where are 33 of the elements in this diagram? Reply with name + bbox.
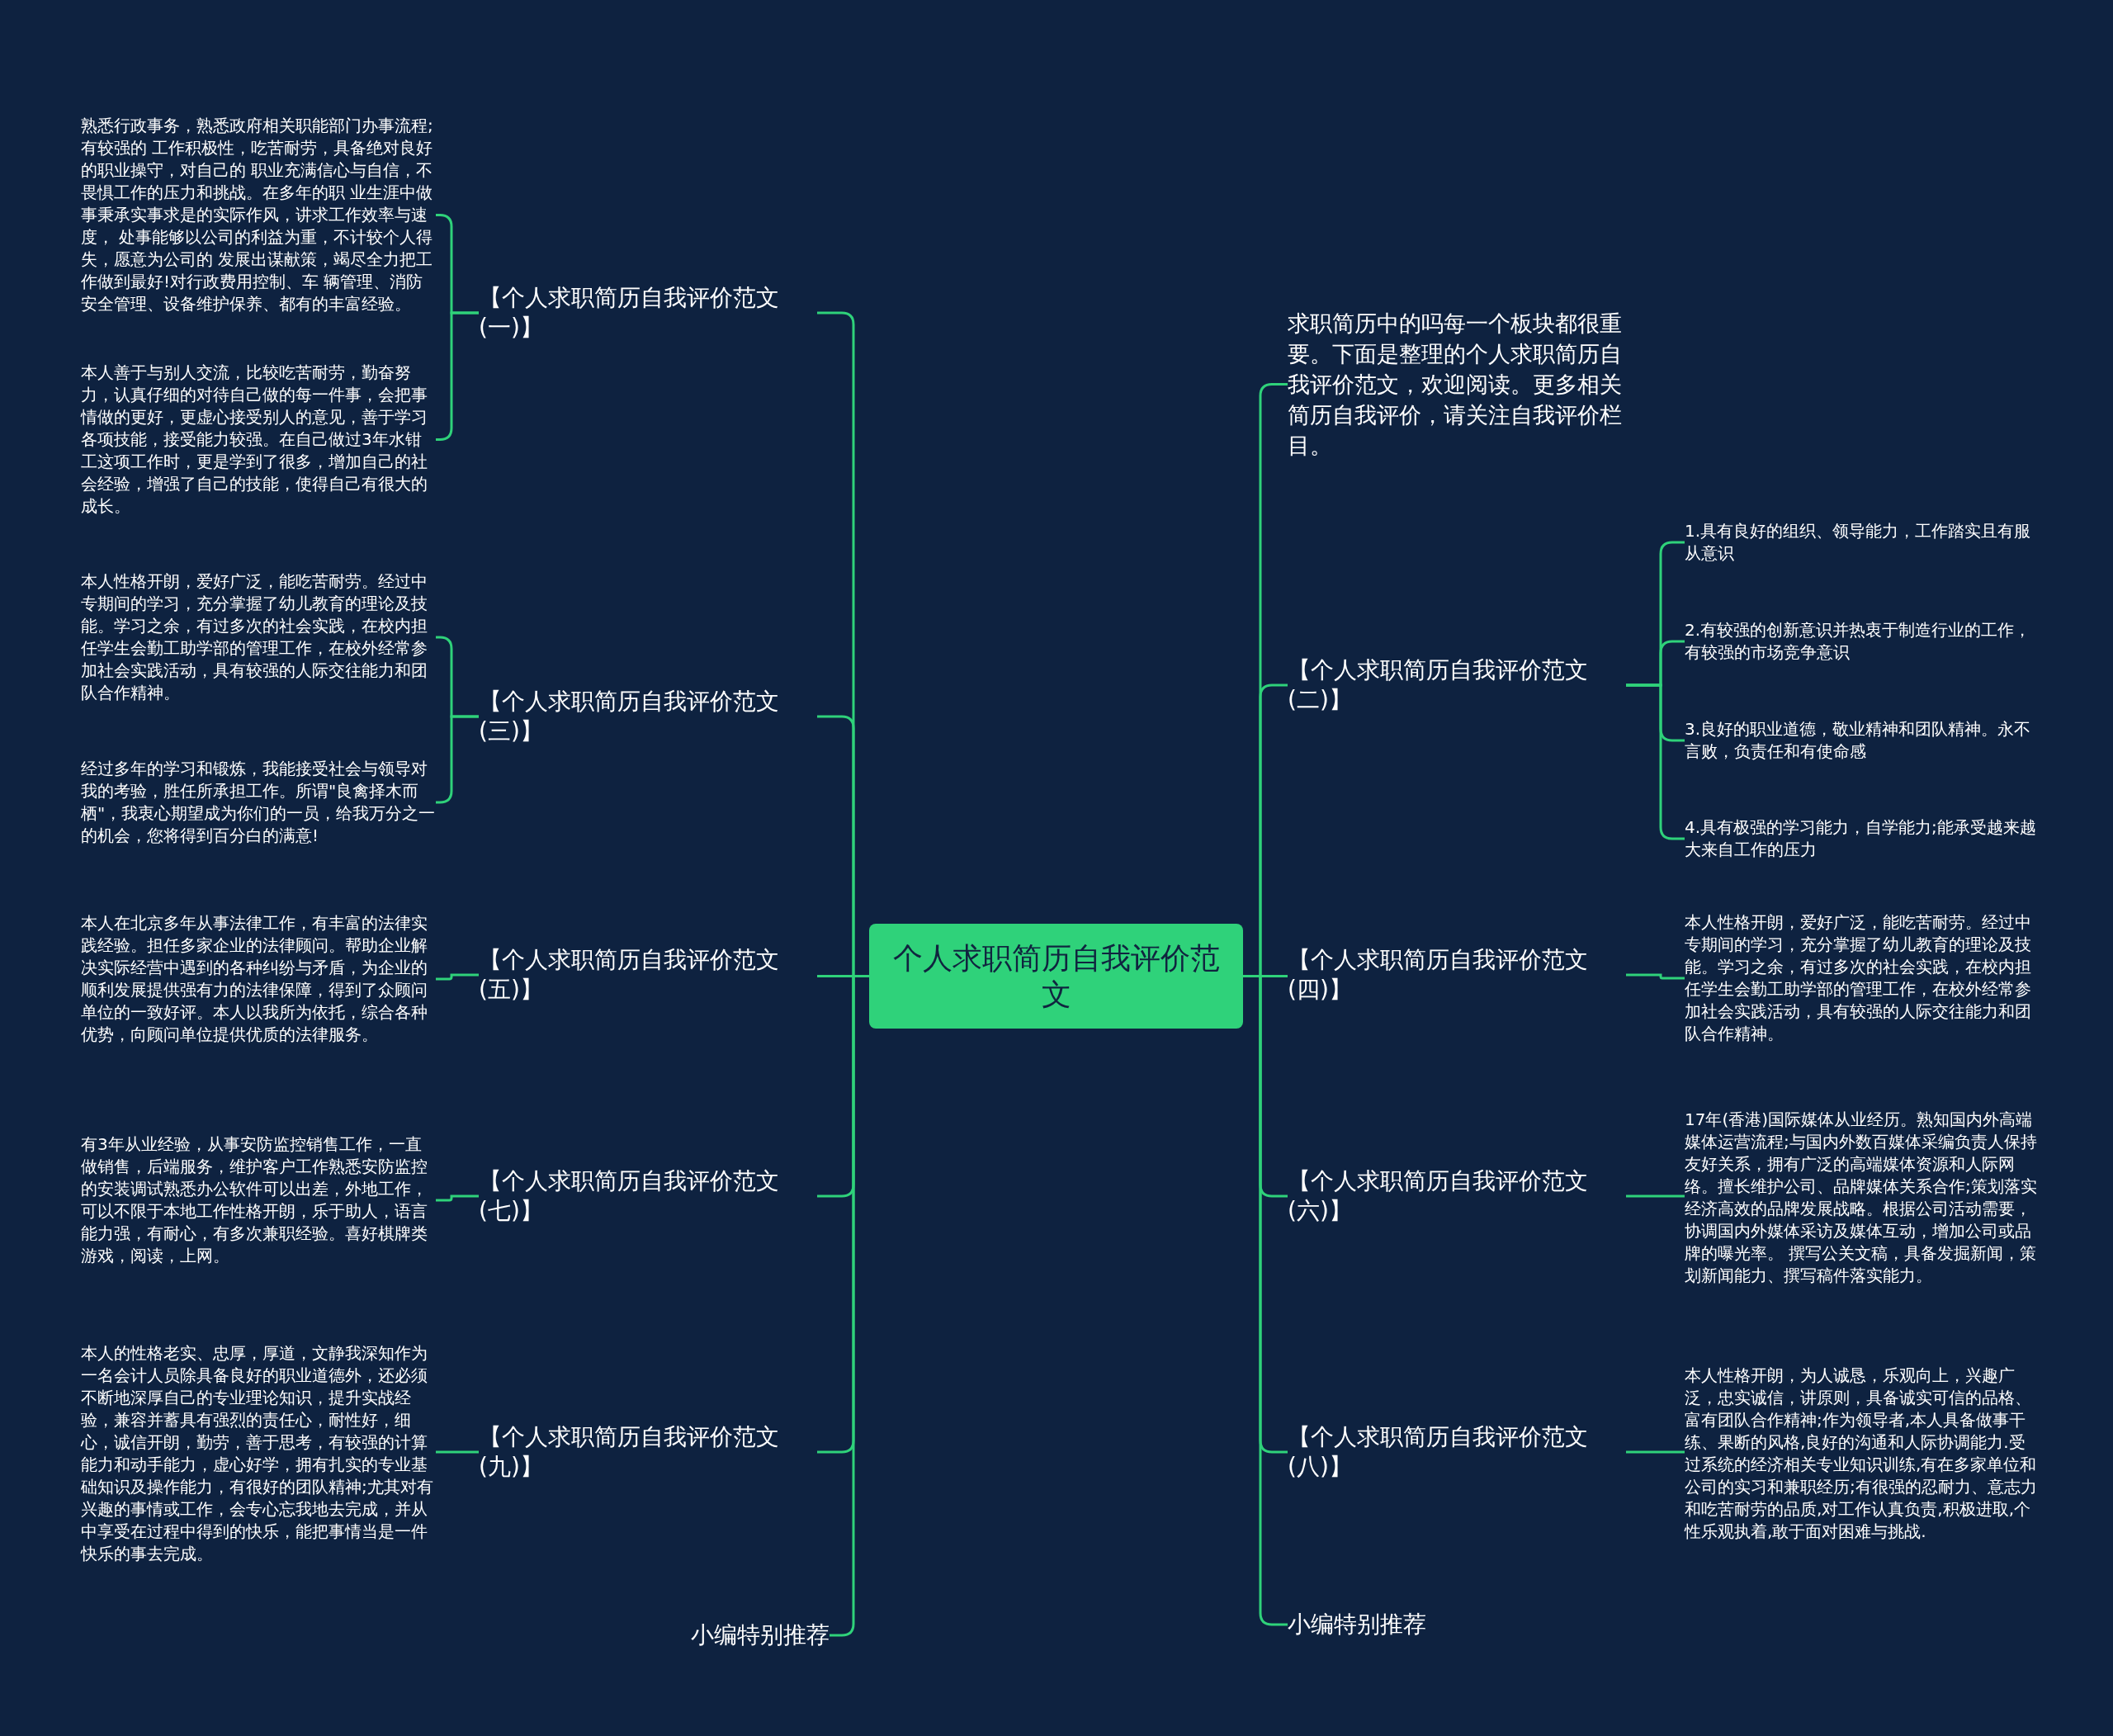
leaf-text: 有3年从业经验，从事安防监控销售工作，一直做销售，后端服务，维护客户工作熟悉安防监控的安装调试熟悉办公软件可以出差，外地工作，可以不限于本地工作性格开朗，乐于助人，语言能力强，有耐心，有多次兼职经验。喜好棋牌类游戏，阅读，上网。 <box>81 1133 436 1267</box>
branch-label: 【个人求职简历自我评价范文(二)】 <box>1288 655 1626 715</box>
leaf-text: 1.具有良好的组织、领导能力，工作踏实且有服从意识 <box>1685 520 2040 565</box>
branch-label: 【个人求职简历自我评价范文(七)】 <box>479 1166 817 1226</box>
leaf-text: 本人在北京多年从事法律工作，有丰富的法律实践经验。担任多家企业的法律顾问。帮助企业解决实际经营中遇到的各种纠纷与矛盾，为企业的顺利发展提供强有力的法律保障，得到了众顾问单位的一致好评。本人以我所为依托，综合各种优势，向顾问单位提供优质的法律服务。 <box>81 912 436 1046</box>
leaf-text: 3.良好的职业道德，敬业精神和团队精神。永不言败，负责任和有使命感 <box>1685 718 2040 763</box>
branch-label: 【个人求职简历自我评价范文(六)】 <box>1288 1166 1626 1226</box>
branch-label: 【个人求职简历自我评价范文(三)】 <box>479 687 817 746</box>
connector-line <box>1626 1194 1685 1198</box>
connector-line <box>1626 1450 1685 1454</box>
leaf-text: 4.具有极强的学习能力，自学能力;能承受越来越大来自工作的压力 <box>1685 816 2040 861</box>
leaf-text: 2.有较强的创新意识并热衷于制造行业的工作，有较强的市场竞争意识 <box>1685 619 2040 664</box>
leaf-text: 熟悉行政事务，熟悉政府相关职能部门办事流程;有较强的 工作积极性，吃苦耐劳，具备绝对良好的职业操守，对自己的 职业充满信心与自信，不畏惧工作的压力和挑战。在多年的职 业生涯中做事秉承实事求是的实际作风，讲求工作效率与速度， 处事能够以公司的利益为重，不计较个人得失，愿意为公司的 发展出谋献策，竭尽全力把工作做到最好!对行政费用控制、车 辆管理、消防安全管理、设备维护保养、都有的丰富经验。 <box>81 115 436 315</box>
connector-line <box>1626 973 1685 980</box>
intro-text: 求职简历中的吗每一个板块都很重要。下面是整理的个人求职简历自我评价范文，欢迎阅读。更多相关简历自我评价，请关注自我评价栏目。 <box>1288 308 1626 461</box>
connector-line <box>436 1450 479 1454</box>
leaf-text: 本人性格开朗，为人诚恳，乐观向上，兴趣广泛，忠实诚信，讲原则，具备诚实可信的品格、富有团队合作精神;作为领导者,本人具备做事干练、果断的风格,良好的沟通和人际协调能力.受过系统的经济相关专业知识训练,有在多家单位和公司的实习和兼职经历;有很强的忍耐力、意志力和吃苦耐劳的品质,对工作认真负责,积极进取,个性乐观执着,敢于面对困难与挑战. <box>1685 1365 2040 1543</box>
branch-label: 【个人求职简历自我评价范文(八)】 <box>1288 1422 1626 1482</box>
leaf-text: 本人的性格老实、忠厚，厚道，文静我深知作为一名会计人员除具备良好的职业道德外，还必须不断地深厚自己的专业理论知识，提升实战经验，兼容并蓄具有强烈的责任心，耐性好，细心，诚信开朗，勤劳，善于思考，有较强的计算能力和动手能力，虚心好学，拥有扎实的专业基础知识及操作能力，有很好的团队精神;尤其对有兴趣的事情或工作，会专心忘我地去完成，并从中享受在过程中得到的快乐，能把事情当是一件快乐的事去完成。 <box>81 1342 436 1565</box>
branch-label: 【个人求职简历自我评价范文(九)】 <box>479 1422 817 1482</box>
leaf-text: 本人性格开朗，爱好广泛，能吃苦耐劳。经过中专期间的学习，充分掌握了幼儿教育的理论及技能。学习之余，有过多次的社会实践，在校内担任学生会勤工助学部的管理工作，在校外经常参加社会实践活动，具有较强的人际交往能力和团队合作精神。 <box>1685 911 2040 1045</box>
connector-line <box>436 1194 479 1202</box>
leaf-text: 经过多年的学习和锻炼，我能接受社会与领导对我的考验，胜任所承担工作。所谓"良禽择木而栖"，我衷心期望成为你们的一员，给我万分之一的机会，您将得到百分白的满意! <box>81 758 436 847</box>
branch-label: 【个人求职简历自我评价范文(五)】 <box>479 945 817 1005</box>
leaf-text: 本人善于与别人交流，比较吃苦耐劳，勤奋努力，认真仔细的对待自己做的每一件事，会把事情做的更好，更虚心接受别人的意见，善于学习各项技能，接受能力较强。在自己做过3年水钳工这项工作时，更是学到了很多，增加自己的社会经验，增强了自己的技能，使得自己有很大的成长。 <box>81 362 436 518</box>
leaf-text: 17年(香港)国际媒体从业经历。熟知国内外高端媒体运营流程;与国内外数百媒体采编负责人保持友好关系，拥有广泛的高端媒体资源和人际网络。擅长维护公司、品牌媒体关系合作;策划落实经济高效的品牌发展战略。根据公司活动需要，协调国内外媒体采访及媒体互动，增加公司或品牌的曝光率。 撰写公关文稿，具备发掘新闻，策划新闻能力、撰写稿件落实能力。 <box>1685 1109 2040 1287</box>
branch-label: 小编特别推荐 <box>689 1620 830 1650</box>
branch-label: 【个人求职简历自我评价范文(四)】 <box>1288 945 1626 1005</box>
leaf-text: 本人性格开朗，爱好广泛，能吃苦耐劳。经过中专期间的学习，充分掌握了幼儿教育的理论及技能。学习之余，有过多次的社会实践，在校内担任学生会勤工助学部的管理工作，在校外经常参加社会实践活动，具有较强的人际交往能力和团队合作精神。 <box>81 570 436 704</box>
connector-line <box>436 973 479 981</box>
central-topic-box: 个人求职简历自我评价范文 <box>869 924 1243 1029</box>
branch-label: 【个人求职简历自我评价范文(一)】 <box>479 283 817 343</box>
branch-label: 小编特别推荐 <box>1288 1610 1453 1639</box>
